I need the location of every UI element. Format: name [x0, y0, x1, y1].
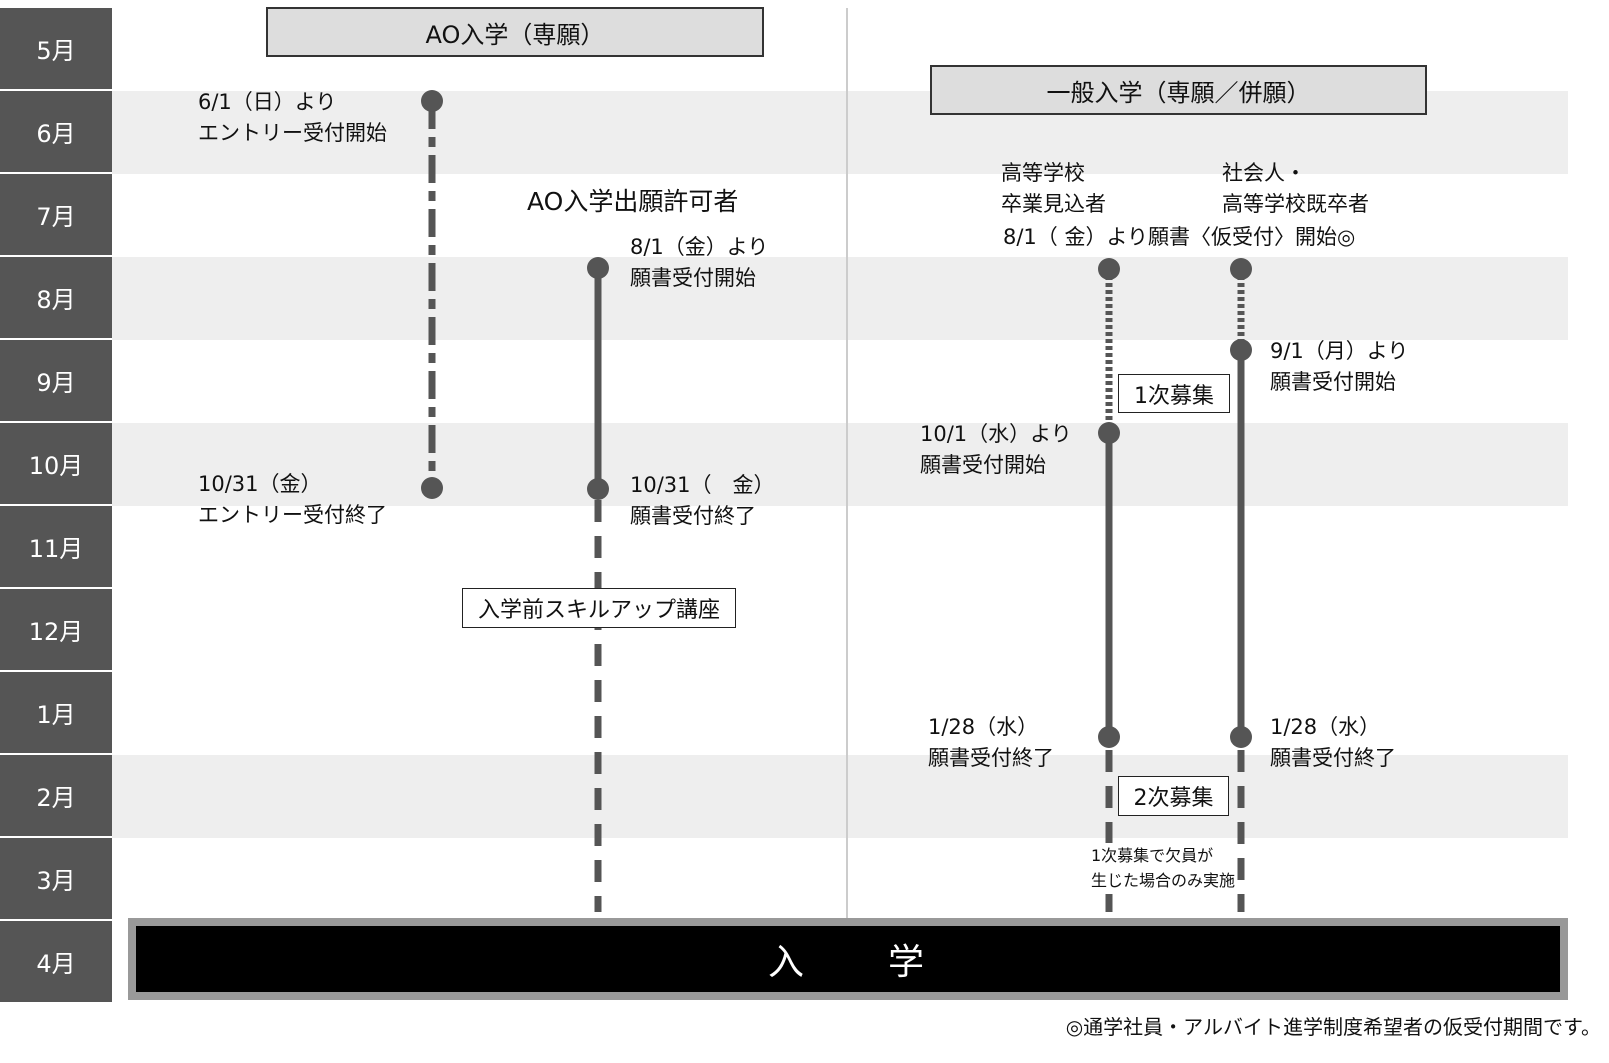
label: 6/1（日）より	[198, 90, 337, 114]
label: エントリー受付終了	[198, 503, 387, 527]
skillup-box: 入学前スキルアップ講座	[462, 588, 736, 628]
month-label: 10月	[0, 423, 112, 504]
month-band	[112, 755, 1568, 838]
label: 願書受付終了	[928, 746, 1054, 770]
label: 高等学校既卒者	[1222, 192, 1369, 216]
footnote: ◎通学社員・アルバイト進学制度希望者の仮受付期間です。	[1065, 1015, 1601, 1039]
dot	[587, 257, 609, 279]
entrance-bar: 入 学	[128, 918, 1568, 1000]
label: 8/1（金）より	[630, 235, 769, 259]
adult-start: 9/1（月）より願書受付開始	[1270, 336, 1408, 398]
label: 社会人・	[1222, 161, 1306, 185]
first-round-box: 1次募集	[1118, 374, 1230, 413]
second-round-box: 2次募集	[1118, 776, 1229, 816]
label: 願書受付終了	[630, 504, 756, 528]
dot	[587, 478, 609, 500]
label: 10/31（ 金）	[630, 473, 775, 497]
dot	[1230, 258, 1252, 280]
vertical-divider	[846, 8, 848, 918]
label: 生じた場合のみ実施	[1091, 871, 1236, 890]
month-label: 1月	[0, 672, 112, 753]
adults-label: 社会人・高等学校既卒者	[1222, 158, 1369, 220]
month-label: 5月	[0, 8, 112, 89]
label: 10/1（水）より	[920, 422, 1072, 446]
month-band	[112, 257, 1568, 340]
month-label: 2月	[0, 755, 112, 836]
dot	[1230, 726, 1252, 748]
grad-expected-label: 高等学校卒業見込者	[1001, 158, 1106, 220]
month-label: 11月	[0, 506, 112, 587]
entrance-label: 入 学	[136, 926, 1560, 992]
ao-entry-end: 10/31（金） エントリー受付終了	[198, 469, 387, 531]
general-header: 一般入学（専願／併願）	[930, 65, 1427, 115]
ao-permitted: AO入学出願許可者	[527, 187, 739, 216]
ao-entry-start: 6/1（日）よりエントリー受付開始	[198, 87, 387, 149]
label: 願書受付開始	[1270, 370, 1396, 394]
month-label: 4月	[0, 921, 112, 1002]
month-label: 9月	[0, 340, 112, 421]
label: 1次募集で欠員が	[1091, 846, 1214, 865]
dot	[421, 90, 443, 112]
label: 1/28（水）	[1270, 715, 1381, 739]
second-round-note: 1次募集で欠員が生じた場合のみ実施	[1091, 843, 1236, 893]
ao-header: AO入学（専願）	[266, 7, 764, 57]
month-label: 3月	[0, 838, 112, 919]
dot	[1098, 422, 1120, 444]
ao-app-start: 8/1（金）より願書受付開始	[630, 232, 768, 294]
label: 高等学校	[1001, 161, 1085, 185]
label: 10/31（金）	[198, 472, 322, 496]
label: 9/1（月）より	[1270, 339, 1409, 363]
month-label: 12月	[0, 589, 112, 670]
label: 願書受付開始	[630, 266, 756, 290]
dot	[1098, 726, 1120, 748]
label: 願書受付終了	[1270, 746, 1396, 770]
dot	[1098, 258, 1120, 280]
dot	[1230, 339, 1252, 361]
month-label: 6月	[0, 91, 112, 172]
month-band	[112, 423, 1568, 506]
label: 卒業見込者	[1001, 192, 1106, 216]
grad-start: 10/1（水）より願書受付開始	[920, 419, 1072, 481]
provisional-start: 8/1（ 金）より願書〈仮受付〉開始◎	[1003, 225, 1356, 249]
dot	[421, 477, 443, 499]
month-label: 7月	[0, 174, 112, 255]
adult-end: 1/28（水） 願書受付終了	[1270, 712, 1396, 774]
month-label: 8月	[0, 257, 112, 338]
label: 願書受付開始	[920, 453, 1046, 477]
label: エントリー受付開始	[198, 121, 387, 145]
ao-app-end: 10/31（ 金） 願書受付終了	[630, 470, 775, 532]
grad-end: 1/28（水） 願書受付終了	[928, 712, 1054, 774]
label: 1/28（水）	[928, 715, 1039, 739]
